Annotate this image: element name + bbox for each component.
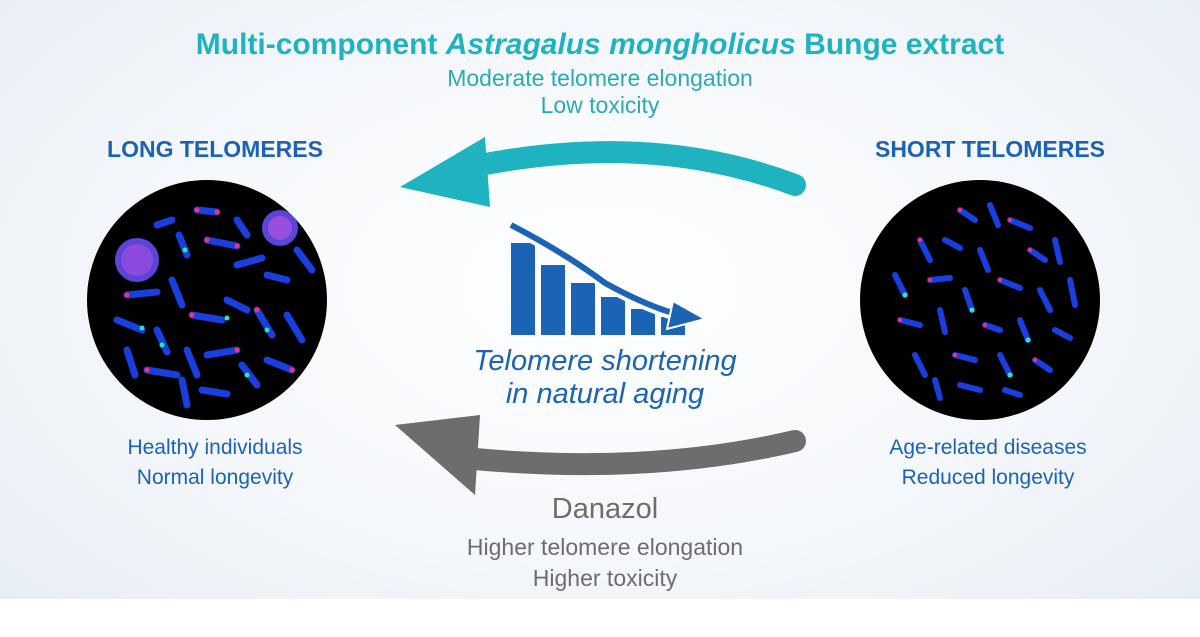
- top-title: Multi-component Astragalus mongholicus B…: [0, 28, 1200, 62]
- long-telomeres-heading: LONG TELOMERES: [107, 136, 323, 162]
- bottom-band: [0, 599, 1200, 637]
- short-telomeres-image: [860, 180, 1100, 420]
- decline-chart-icon: [508, 222, 708, 335]
- danazol-line-1: Higher telomere elongation: [466, 534, 744, 560]
- teal-arrow: [400, 137, 806, 207]
- long-telomeres-image: [87, 180, 327, 420]
- short-chromosomes: [892, 202, 1078, 401]
- title-italic: Astragalus mongholicus: [445, 28, 796, 61]
- long-caption-1: Healthy individuals: [127, 436, 303, 459]
- center-line-2: in natural aging: [505, 378, 705, 410]
- danazol-title: Danazol: [551, 493, 659, 525]
- danazol-line-2: Higher toxicity: [532, 565, 678, 591]
- long-chromosomes: [113, 206, 316, 409]
- gray-arrow: [395, 415, 806, 495]
- title-pre: Multi-component: [195, 28, 446, 61]
- top-line-2: Low toxicity: [540, 92, 660, 118]
- top-line-1: Moderate telomere elongation: [447, 65, 753, 91]
- long-caption-2: Normal longevity: [136, 466, 294, 489]
- title-post: Bunge extract: [795, 28, 1005, 61]
- short-telomeres-heading: SHORT TELOMERES: [874, 136, 1105, 162]
- center-line-1: Telomere shortening: [473, 345, 737, 377]
- short-caption-1: Age-related diseases: [889, 436, 1087, 459]
- short-caption-2: Reduced longevity: [901, 466, 1075, 489]
